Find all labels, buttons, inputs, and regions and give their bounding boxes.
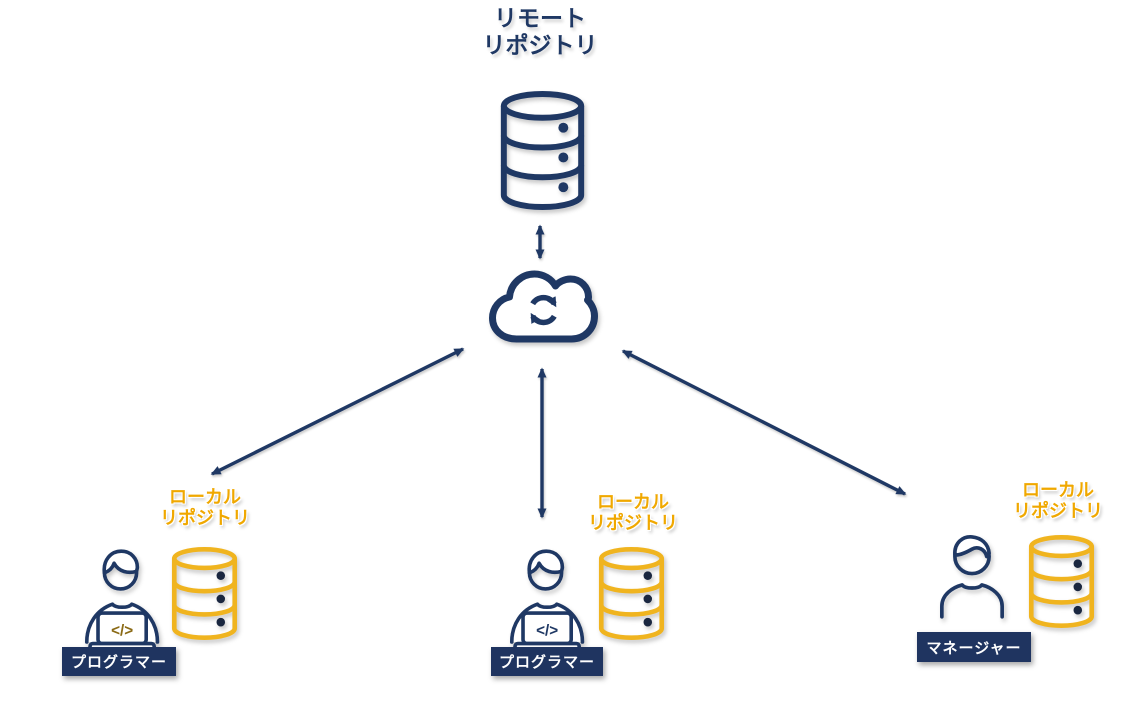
hair: [953, 535, 991, 559]
hair: [102, 549, 140, 575]
role-label: プログラマー: [70, 654, 167, 671]
remote-repo-label-line1: リモート: [494, 5, 586, 31]
local-database-icon-middle: [596, 547, 667, 640]
shoulders: [940, 583, 1004, 619]
local-repo-label-middle-line2: リポジトリ: [588, 513, 678, 533]
manager-icon: [940, 535, 1004, 619]
local-repo-label-middle-line1: ローカル: [597, 492, 669, 512]
cloud-sync-icon: [489, 270, 598, 343]
role-box-programmer-middle: プログラマー: [491, 647, 603, 676]
role-box-manager: マネージャー: [917, 632, 1031, 662]
remote-database-icon: [497, 91, 588, 210]
remote-repo-label-line2: リポジトリ: [482, 32, 598, 58]
role-label: プログラマー: [498, 654, 595, 671]
local-repo-label-middle: ローカル リポジトリ: [578, 492, 688, 534]
local-repo-label-right-line2: リポジトリ: [1013, 501, 1103, 521]
remote-repo-label: リモート リポジトリ: [440, 5, 640, 59]
programmer-laptop-icon: </>: [84, 549, 160, 650]
role-box-programmer-left: プログラマー: [62, 647, 176, 676]
local-database-icon-right: [1026, 535, 1097, 628]
local-repo-label-left-line2: リポジトリ: [160, 508, 250, 528]
local-repo-label-left-line1: ローカル: [169, 487, 241, 507]
programmer-laptop-icon: </>: [509, 549, 585, 650]
local-repo-label-left: ローカル リポジトリ: [150, 487, 260, 529]
arrow-cloud-manager-right: [621, 349, 907, 496]
arrow-cloud-programmer-left: [210, 347, 465, 476]
hair: [527, 549, 565, 575]
cloud-outline: [489, 270, 598, 343]
sync-arrows-glyph: [530, 294, 557, 326]
role-label: マネージャー: [926, 639, 1022, 657]
local-database-icon-left: [169, 547, 240, 640]
local-repo-label-right-line1: ローカル: [1022, 480, 1094, 500]
code-symbol: </>: [536, 623, 558, 640]
local-repo-label-right: ローカル リポジトリ: [1003, 480, 1113, 522]
code-symbol: </>: [111, 623, 133, 640]
